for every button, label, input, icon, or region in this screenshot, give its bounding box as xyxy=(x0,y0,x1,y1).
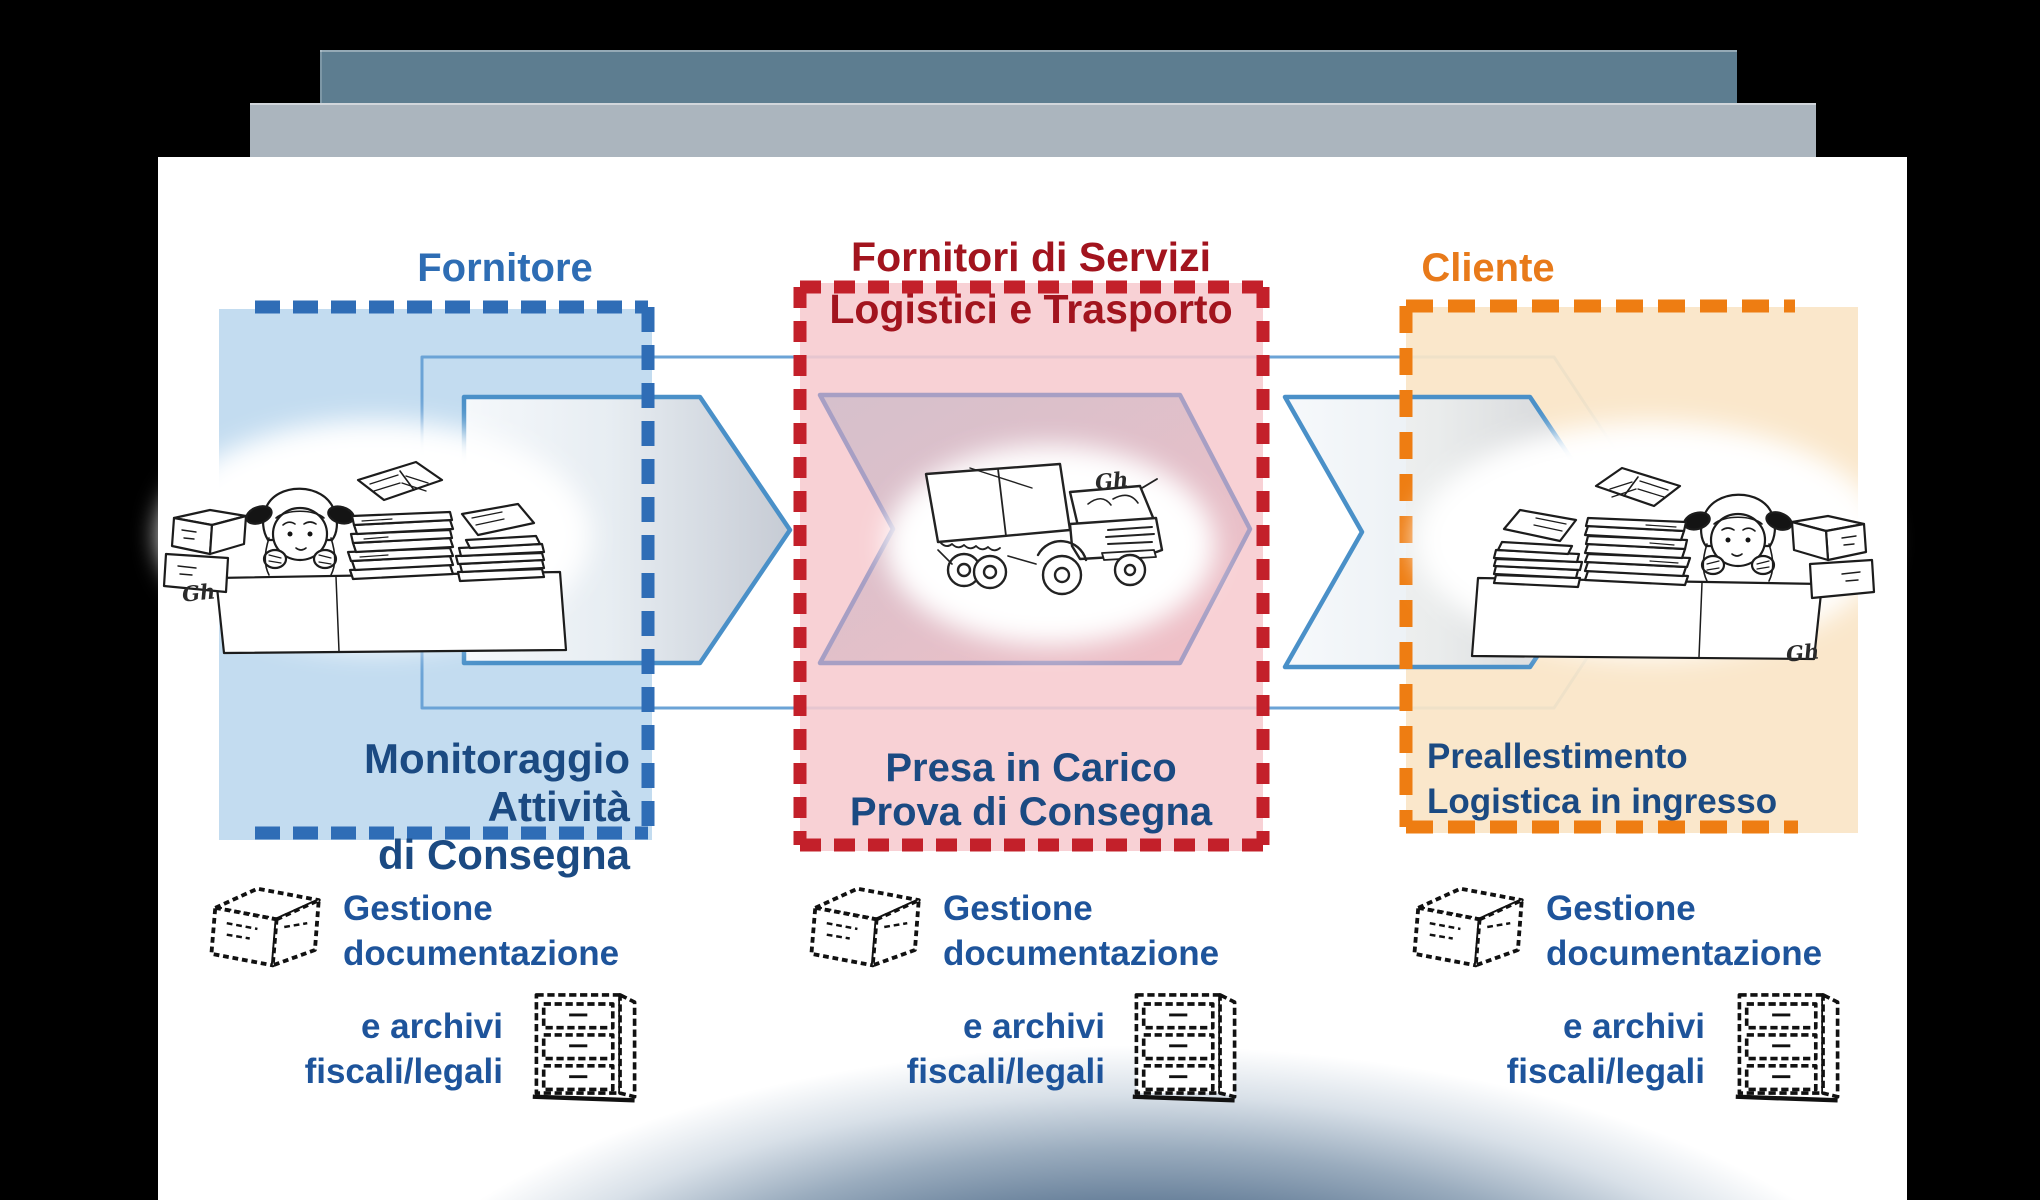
document-bundle-icon xyxy=(209,886,321,968)
archive-cabinet-icon xyxy=(1132,993,1237,1103)
supplier-title: Fornitore xyxy=(417,246,593,290)
artist-signature-right: Gh xyxy=(1784,638,1821,667)
supplier-activity-line2: di Consegna xyxy=(377,831,630,878)
artist-signature-truck: Gh xyxy=(1093,466,1130,495)
archives-line1: e archivi xyxy=(1562,1007,1705,1046)
customer-activity-line1: Preallestimento xyxy=(1427,737,1688,776)
top-bar-gray xyxy=(250,103,1816,160)
logistics-activity-label: Presa in Carico Prova di Consegna xyxy=(821,746,1241,834)
archives-line1: e archivi xyxy=(962,1007,1105,1046)
logistics-activity-line1: Presa in Carico xyxy=(885,746,1177,790)
archives-label-3: e archivi fiscali/legali xyxy=(1405,1004,1705,1094)
doc-management-line2: documentazione xyxy=(1546,934,1823,973)
logistics-title: Fornitori di Servizi Logistici e Traspor… xyxy=(781,231,1281,335)
doc-management-line2: documentazione xyxy=(343,934,620,973)
archives-label-1: e archivi fiscali/legali xyxy=(203,1004,503,1094)
document-bundle-icon xyxy=(809,886,921,968)
archive-cabinet-icon xyxy=(532,993,637,1103)
customer-activity-line2: Logistica in ingresso xyxy=(1427,782,1778,821)
doc-management-label-3: Gestione documentazione xyxy=(1546,886,1876,976)
customer-activity-label: Preallestimento Logistica in ingresso xyxy=(1427,734,1857,824)
customer-dashed-border xyxy=(1399,299,1798,834)
archives-label-2: e archivi fiscali/legali xyxy=(805,1004,1105,1094)
logistics-title-line1: Fornitori di Servizi xyxy=(851,234,1211,280)
archives-line2: fiscali/legali xyxy=(304,1052,503,1091)
doc-management-line1: Gestione xyxy=(1546,889,1696,928)
doc-management-label-2: Gestione documentazione xyxy=(943,886,1273,976)
top-bar-dark xyxy=(320,50,1737,103)
doc-management-line2: documentazione xyxy=(943,934,1220,973)
artist-signature-left: Gh xyxy=(180,578,217,607)
supplier-dashed-border xyxy=(255,300,655,840)
doc-management-line1: Gestione xyxy=(943,889,1093,928)
supplier-activity-line1: Monitoraggio Attività xyxy=(364,735,630,830)
archives-line1: e archivi xyxy=(360,1007,503,1046)
doc-management-label-1: Gestione documentazione xyxy=(343,886,673,976)
logistics-dashed-border xyxy=(793,280,1270,852)
logistics-activity-line2: Prova di Consegna xyxy=(849,790,1213,834)
logistics-title-line2: Logistici e Trasporto xyxy=(829,286,1233,332)
archives-line2: fiscali/legali xyxy=(1506,1052,1705,1091)
doc-management-line1: Gestione xyxy=(343,889,493,928)
document-bundle-icon xyxy=(1412,886,1524,968)
supplier-activity-label: Monitoraggio Attività di Consegna xyxy=(230,735,630,879)
archive-cabinet-icon xyxy=(1735,993,1840,1103)
archives-line2: fiscali/legali xyxy=(906,1052,1105,1091)
customer-title: Cliente xyxy=(1421,246,1555,290)
